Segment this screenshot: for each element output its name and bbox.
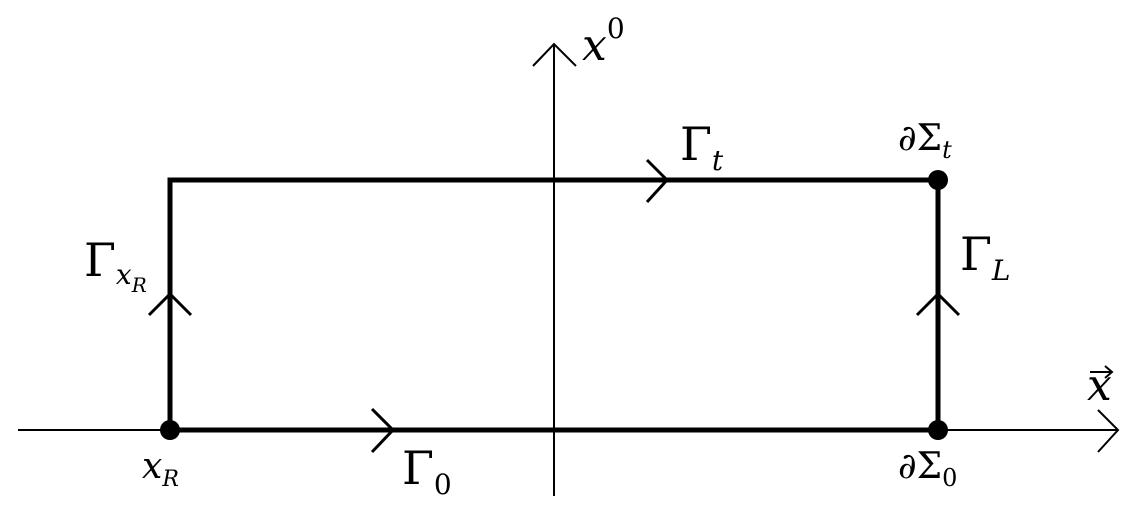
point-dsigma-0-dot — [928, 420, 948, 440]
gamma-xr-label: ΓxR — [84, 233, 147, 297]
vertical-axis-arrowhead — [532, 42, 577, 67]
vertical-axis — [532, 42, 577, 496]
gamma-xr-direction-arrow — [147, 291, 193, 317]
point-dsigma-0-label: ∂Σ0 — [898, 446, 957, 492]
horizontal-axis-arrowhead — [1097, 409, 1120, 453]
gamma-t-direction-arrow — [645, 158, 670, 204]
point-xr-dot — [160, 420, 180, 440]
gamma-l-direction-arrow — [915, 291, 961, 317]
vertical-axis-label: x0 — [582, 12, 625, 71]
point-xr-label: xR — [142, 446, 179, 492]
point-dsigma-t-label: ∂Σt — [898, 118, 952, 164]
point-dsigma-t-dot — [928, 170, 948, 190]
horizontal-axis-label: x — [1087, 360, 1114, 411]
vector-arrow-icon — [1090, 365, 1114, 379]
gamma-t-label: Γt — [680, 117, 724, 177]
gamma-0-direction-arrow — [370, 407, 396, 454]
gamma-l-label: ΓL — [960, 227, 1011, 287]
gamma-0-label: Γ0 — [402, 441, 452, 501]
